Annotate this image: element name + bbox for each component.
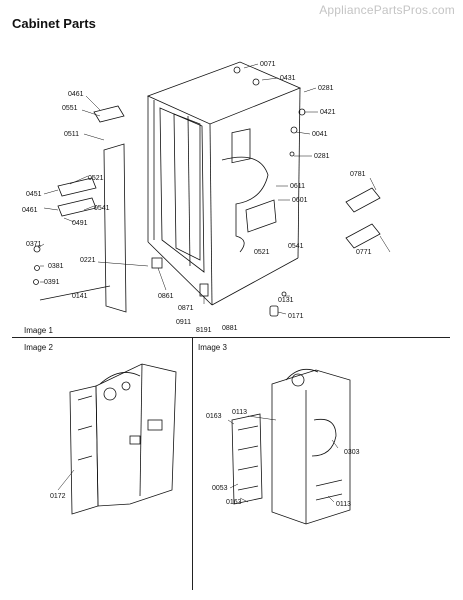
leader-lines-image-3 xyxy=(227,415,339,503)
part-label: 0163 xyxy=(206,413,222,420)
part-label: 0421 xyxy=(320,109,336,116)
part-label: 0391 xyxy=(44,279,60,286)
part-label: 0053 xyxy=(212,485,228,492)
part-labels-image-3: 0113 0163 0303 0053 0163 0113 xyxy=(206,409,360,508)
page-title: Cabinet Parts xyxy=(12,16,96,31)
part-label: 0781 xyxy=(350,171,366,178)
hinge-plate-lower xyxy=(57,197,97,217)
cabinet-top-face xyxy=(146,61,302,125)
site-watermark: AppliancePartsPros.com xyxy=(319,3,455,17)
leader-lines-image-1 xyxy=(37,63,391,315)
part-label: 0511 xyxy=(64,131,79,138)
cabinet-drawing-image-2 xyxy=(69,363,177,515)
part-label: 0861 xyxy=(158,293,174,300)
door-seal-strip xyxy=(103,143,127,313)
freezer-liner xyxy=(173,113,201,261)
cabinet-left-door-panel xyxy=(69,385,99,515)
part-label: 0131 xyxy=(278,297,294,304)
part-label: 0141 xyxy=(72,293,88,300)
image-1-caption: Image 1 xyxy=(24,326,53,335)
part-label: 0521 xyxy=(254,249,270,256)
part-label: 0171 xyxy=(288,313,304,320)
duct-0303 xyxy=(311,418,337,457)
part-label: 0451 xyxy=(26,191,42,198)
image-3-caption: Image 3 xyxy=(198,343,227,352)
cabinet-body-2 xyxy=(95,363,177,507)
top-hinge-bracket xyxy=(93,105,125,123)
hinge-plate xyxy=(57,177,97,197)
part-label: 0041 xyxy=(312,131,328,138)
liner-panel-0163 xyxy=(231,413,263,505)
part-label: 0601 xyxy=(292,197,308,204)
image-divider-vertical xyxy=(192,338,193,590)
part-label: 0541 xyxy=(288,243,304,250)
part-label: 0113 xyxy=(232,409,247,416)
cabinet-front-right-edge xyxy=(209,123,213,306)
image-2-caption: Image 2 xyxy=(24,343,53,352)
part-0171 xyxy=(269,305,279,317)
part-label: 0871 xyxy=(178,305,194,312)
part-label: 0551 xyxy=(62,105,78,112)
part-label: 8191 xyxy=(196,327,212,334)
fresh-food-liner xyxy=(159,107,205,273)
part-label: 0541 xyxy=(94,205,110,212)
part-label: 0071 xyxy=(260,61,276,68)
part-label: 0172 xyxy=(50,493,66,500)
part-label: 0461 xyxy=(22,207,38,214)
drain-panel xyxy=(231,128,251,164)
part-label: 0431 xyxy=(280,75,296,82)
part-label: 0771 xyxy=(356,249,372,256)
part-label: 0221 xyxy=(80,257,96,264)
cabinet-body-3 xyxy=(271,369,351,525)
part-label: 0881 xyxy=(222,325,238,332)
part-label: 0521 xyxy=(88,175,104,182)
part-label: 0371 xyxy=(26,241,42,248)
image-divider-horizontal xyxy=(12,337,450,338)
part-label: 0163 xyxy=(226,499,242,506)
part-label: 0491 xyxy=(72,220,88,227)
cover-0611 xyxy=(245,199,277,233)
part-label: 0611 xyxy=(290,183,305,190)
cabinet-back-right-edge xyxy=(297,87,301,259)
part-label: 0381 xyxy=(48,263,64,270)
part-labels-image-1: 0071 0431 0281 0421 0041 0281 0781 0611 … xyxy=(22,61,372,334)
part-label: 0281 xyxy=(318,85,334,92)
cabinet-bottom-edge xyxy=(147,241,213,306)
side-panel-cutout xyxy=(221,156,269,253)
part-label: 0303 xyxy=(344,449,360,456)
duct-0781 xyxy=(345,187,381,213)
part-label: 0461 xyxy=(68,91,84,98)
cabinet-drawing-image-3 xyxy=(231,368,351,525)
leader-lines-image-2 xyxy=(57,469,75,491)
cabinet-drawing-image-1 xyxy=(33,61,381,317)
part-label: 0113 xyxy=(336,501,351,508)
cabinet-bottom-side-edge xyxy=(211,257,299,306)
part-label: 0911 xyxy=(176,319,191,326)
part-label: 0281 xyxy=(314,153,330,160)
duct-0771 xyxy=(345,223,381,249)
